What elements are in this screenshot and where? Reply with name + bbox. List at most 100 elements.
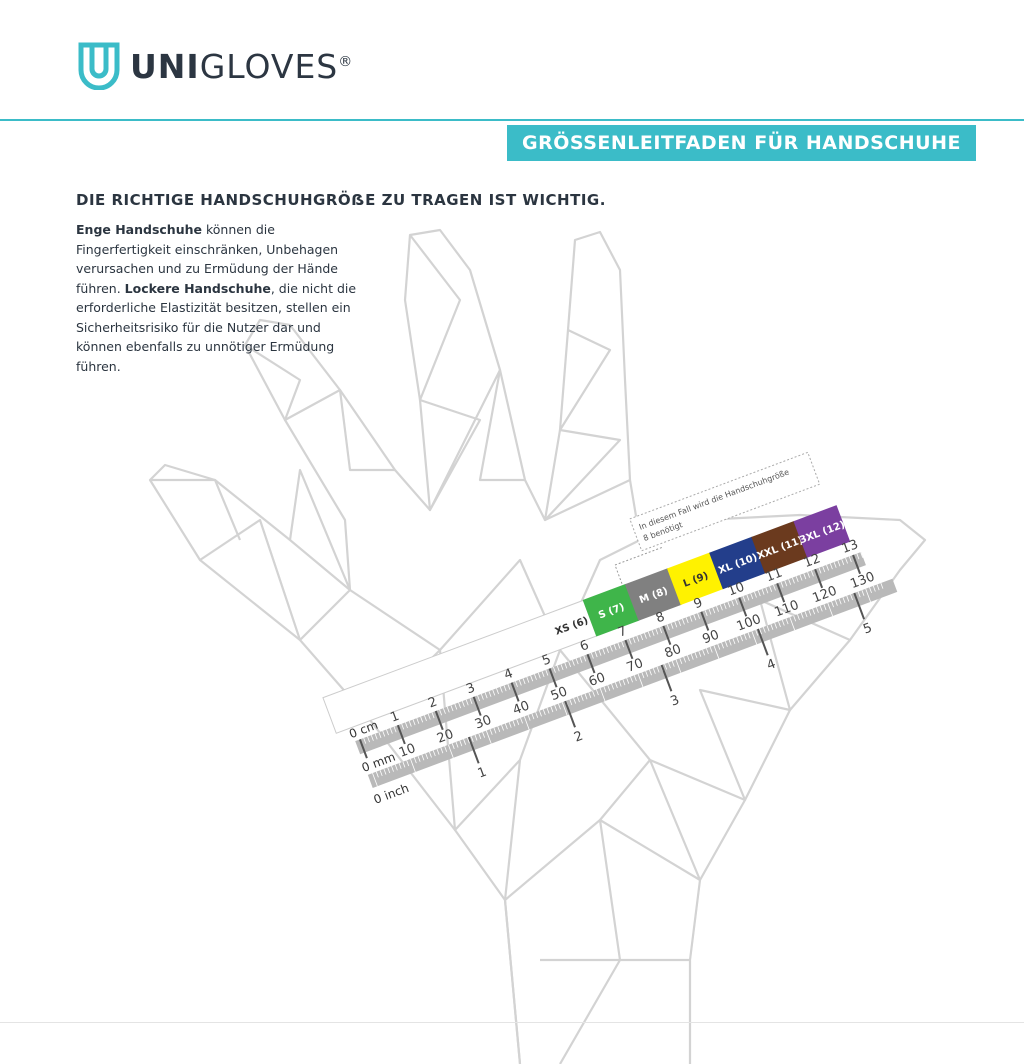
mm-tick bbox=[535, 711, 539, 718]
section-heading: DIE RICHTIGE HANDSCHUHGRÖẞE ZU TRAGEN IS… bbox=[76, 191, 606, 209]
mm-label: 10 bbox=[397, 741, 418, 761]
mm-tick bbox=[375, 771, 379, 778]
cm-tick bbox=[541, 671, 545, 678]
mm-tick bbox=[880, 582, 884, 589]
mm-tick bbox=[603, 686, 607, 693]
cm-tick bbox=[757, 590, 761, 597]
mm-tick bbox=[747, 632, 751, 639]
cm-tick bbox=[776, 583, 786, 603]
mm-tick bbox=[402, 761, 406, 768]
cm-tick bbox=[867, 549, 871, 556]
inch-label: 4 bbox=[765, 657, 778, 674]
mm-tick bbox=[398, 763, 402, 769]
cm-tick bbox=[773, 584, 776, 591]
cm-tick bbox=[655, 628, 659, 635]
mm-label: 80 bbox=[663, 642, 684, 662]
cm-tick bbox=[640, 634, 644, 641]
cm-tick bbox=[845, 557, 848, 564]
cm-tick bbox=[507, 683, 511, 690]
mm-tick bbox=[785, 618, 789, 625]
mm-tick bbox=[497, 726, 501, 733]
mm-tick bbox=[413, 757, 417, 764]
cm-tick bbox=[818, 567, 822, 574]
cm-tick bbox=[750, 593, 754, 600]
mm-tick bbox=[573, 697, 577, 704]
mm-tick bbox=[686, 655, 690, 662]
mm-tick bbox=[774, 622, 778, 629]
mm-tick bbox=[432, 750, 436, 757]
cm-tick bbox=[860, 552, 864, 558]
cm-tick bbox=[370, 734, 374, 741]
cm-scale-bar bbox=[355, 552, 866, 755]
cm-tick bbox=[826, 564, 829, 571]
footer-divider bbox=[0, 1022, 1024, 1023]
cm-tick bbox=[700, 611, 710, 631]
cm-tick bbox=[405, 722, 408, 729]
mm-tick bbox=[516, 719, 520, 725]
mm-label: 50 bbox=[549, 684, 570, 704]
cm-tick bbox=[552, 666, 556, 673]
cm-tick bbox=[454, 703, 458, 710]
cm-tick bbox=[662, 625, 672, 645]
mm-tick bbox=[759, 628, 762, 635]
cm-tick bbox=[568, 661, 572, 668]
cm-tick bbox=[822, 566, 826, 573]
mm-tick bbox=[580, 694, 584, 701]
cm-tick bbox=[480, 693, 484, 700]
unigloves-logo-icon bbox=[78, 42, 120, 90]
cm-tick bbox=[386, 729, 389, 736]
mm-tick bbox=[656, 666, 660, 673]
mm-tick bbox=[705, 648, 709, 655]
mm-tick bbox=[436, 748, 440, 755]
mm-tick bbox=[626, 677, 630, 684]
cm-tick bbox=[727, 601, 731, 608]
cm-tick bbox=[472, 696, 482, 716]
cm-tick bbox=[393, 726, 397, 733]
mm-tick bbox=[823, 604, 827, 611]
inch-tick bbox=[756, 628, 769, 656]
cm-tick bbox=[666, 624, 670, 631]
cm-tick bbox=[689, 615, 693, 622]
cm-tick bbox=[477, 695, 480, 702]
mm-tick bbox=[808, 609, 812, 616]
cm-tick bbox=[841, 559, 845, 566]
cm-tick bbox=[469, 698, 473, 705]
mm-tick bbox=[558, 703, 561, 710]
mm-tick bbox=[876, 584, 880, 591]
mm-tick bbox=[504, 723, 508, 730]
cm-tick bbox=[363, 737, 367, 744]
mm-tick bbox=[872, 585, 876, 592]
cm-tick bbox=[735, 598, 738, 605]
mm-tick bbox=[645, 670, 649, 677]
cm-tick bbox=[590, 652, 594, 659]
cm-tick bbox=[424, 715, 427, 722]
cm-tick bbox=[780, 581, 784, 588]
mm-tick bbox=[592, 690, 596, 697]
brand-name: UNIGLOVES® bbox=[130, 46, 354, 86]
cm-tick bbox=[624, 639, 634, 660]
cm-tick bbox=[621, 641, 625, 648]
mm-tick bbox=[470, 736, 474, 742]
cm-tick bbox=[579, 656, 583, 663]
mm-tick bbox=[831, 601, 834, 608]
cm-tick bbox=[374, 733, 378, 740]
cm-tick bbox=[803, 573, 807, 580]
cm-tick bbox=[378, 732, 382, 739]
cm-tick bbox=[852, 554, 861, 575]
mm-tick bbox=[425, 753, 429, 760]
mm-tick bbox=[455, 741, 459, 748]
cm-tick bbox=[416, 717, 420, 724]
mm-tick bbox=[812, 608, 816, 615]
mm-tick bbox=[622, 679, 626, 686]
cm-tick bbox=[788, 578, 792, 585]
cm-tick bbox=[358, 739, 368, 759]
cm-tick bbox=[791, 577, 795, 584]
mm-tick bbox=[383, 768, 387, 775]
mm-tick bbox=[827, 602, 834, 617]
mm-tick bbox=[668, 662, 671, 669]
mm-tick bbox=[588, 692, 592, 699]
cm-tick bbox=[848, 556, 852, 563]
mm-tick bbox=[793, 615, 797, 622]
mm-tick bbox=[755, 629, 759, 636]
